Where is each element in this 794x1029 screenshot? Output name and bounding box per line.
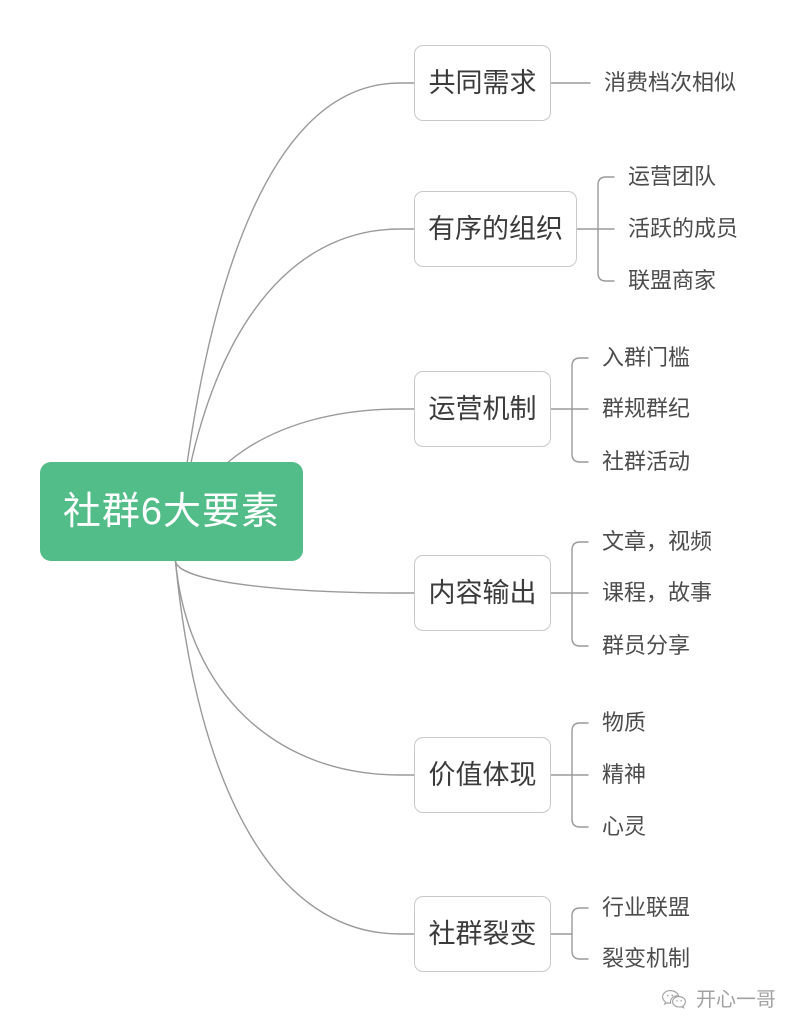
branch-node-3[interactable]: 运营机制 [414, 371, 551, 447]
watermark-label: 开心一哥 [696, 989, 776, 1011]
root-node[interactable]: 社群6大要素 [40, 462, 303, 561]
branch-node-1[interactable]: 共同需求 [414, 45, 551, 121]
branch-node-label: 价值体现 [428, 759, 537, 790]
leaf-label-5-2: 精神 [602, 762, 647, 787]
branch-spine-3 [571, 357, 589, 463]
wechat-icon [662, 990, 686, 1009]
branch-connector-4 [174, 560, 415, 594]
leaf-label-4-3: 群员分享 [602, 633, 691, 658]
branch-connector-5 [174, 560, 415, 776]
branch-node-4[interactable]: 内容输出 [414, 555, 551, 631]
branch-node-5[interactable]: 价值体现 [414, 737, 551, 813]
branch-node-label: 共同需求 [428, 67, 537, 98]
leaf-label-5-1: 物质 [602, 710, 647, 735]
branch-node-label: 运营机制 [428, 393, 537, 424]
leaf-label-1-1: 消费档次相似 [604, 70, 737, 95]
leaf-label-3-2: 群规群纪 [602, 396, 691, 421]
root-node-label: 社群6大要素 [62, 490, 281, 533]
leaf-label-2-3: 联盟商家 [628, 268, 717, 293]
leaf-label-3-1: 入群门槛 [602, 345, 691, 370]
leaf-label-6-2: 裂变机制 [602, 946, 691, 971]
branch-node-6[interactable]: 社群裂变 [414, 896, 551, 972]
branch-node-label: 有序的组织 [428, 213, 563, 244]
leaf-label-4-2: 课程，故事 [602, 580, 713, 605]
leaf-label-2-2: 活跃的成员 [628, 216, 739, 241]
branch-spine-6 [571, 907, 589, 960]
branch-connector-6 [174, 560, 415, 935]
leaf-label-3-3: 社群活动 [602, 449, 691, 474]
branch-spine-5 [571, 722, 589, 828]
branch-node-label: 社群裂变 [428, 918, 537, 949]
leaf-label-4-1: 文章，视频 [602, 529, 713, 554]
branch-node-2[interactable]: 有序的组织 [414, 191, 577, 267]
leaf-label-6-1: 行业联盟 [602, 895, 691, 920]
leaf-label-5-3: 心灵 [602, 814, 647, 839]
branch-spine-4 [571, 541, 589, 647]
branch-node-label: 内容输出 [428, 577, 537, 608]
leaf-label-2-1: 运营团队 [628, 164, 717, 189]
watermark: 开心一哥 [661, 989, 776, 1011]
branch-spine-2 [597, 176, 615, 282]
